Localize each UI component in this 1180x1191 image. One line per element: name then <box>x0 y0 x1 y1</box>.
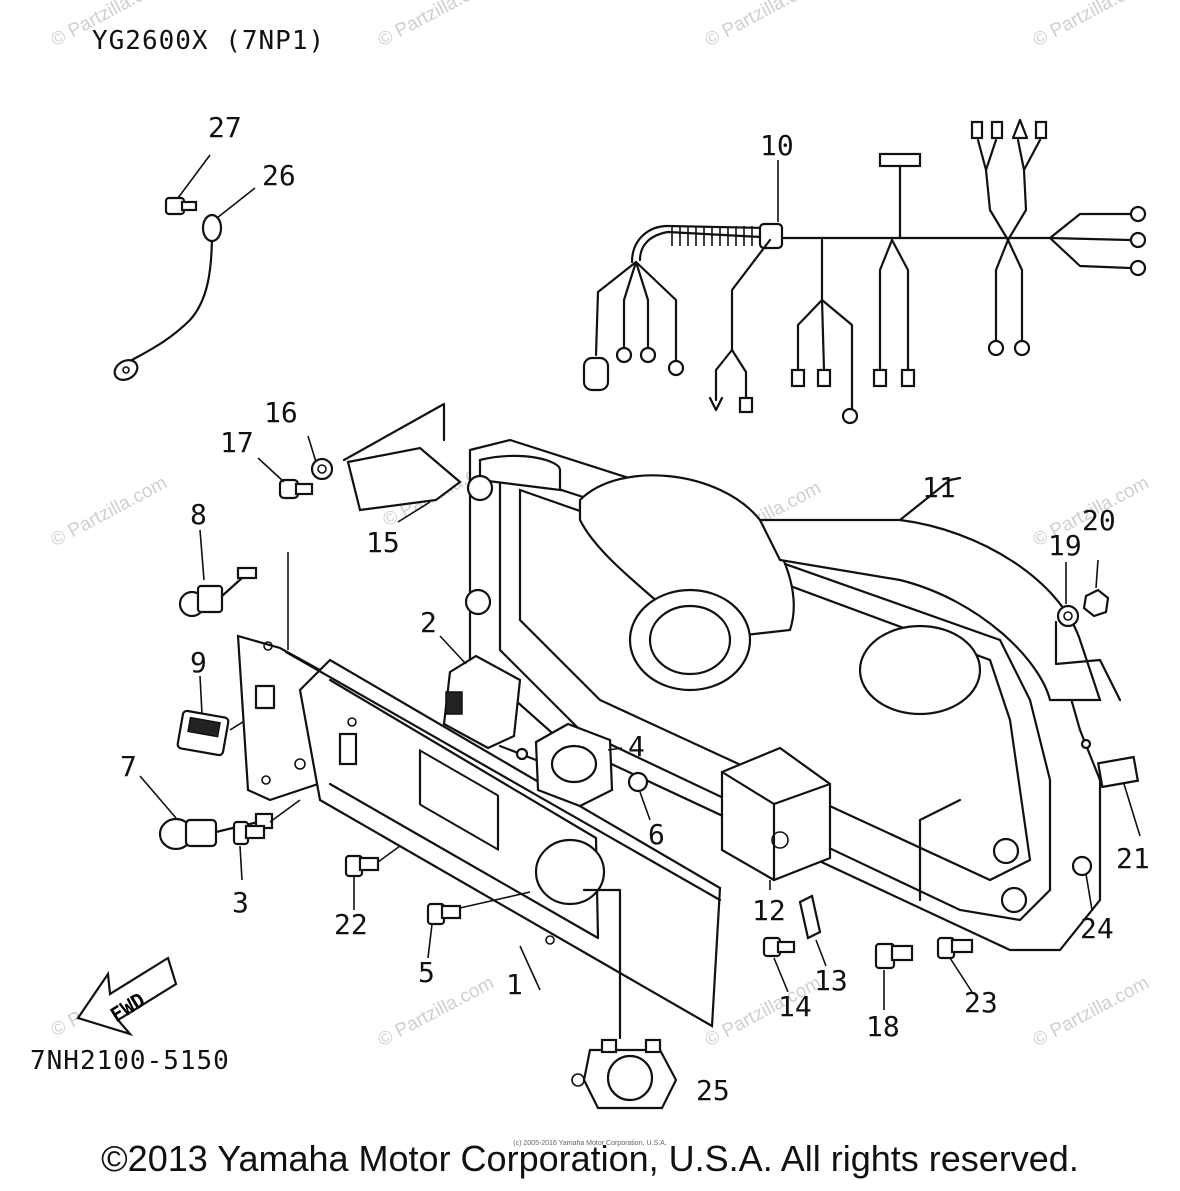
sponge-15-part <box>342 402 462 523</box>
wire-harness-part <box>582 118 1147 425</box>
breaker-2-part <box>439 635 522 750</box>
screw-23-part <box>936 936 974 993</box>
model-title: YG2600X (7NP1) <box>92 26 326 56</box>
bolt-27-part <box>164 154 211 216</box>
label-21-part <box>1096 755 1141 837</box>
callout-21: 21 <box>1116 842 1150 875</box>
callout-26: 26 <box>262 159 296 192</box>
callout-23: 23 <box>964 986 998 1019</box>
callout-10: 10 <box>760 129 794 162</box>
callout-9: 9 <box>190 646 207 679</box>
callout-6: 6 <box>648 818 665 851</box>
callout-15: 15 <box>366 526 400 559</box>
callout-labels: 27 26 10 16 17 15 11 19 20 8 2 9 4 7 6 2… <box>120 111 1150 1107</box>
callout-16: 16 <box>264 396 298 429</box>
callout-4: 4 <box>628 730 645 763</box>
callout-14: 14 <box>778 990 812 1023</box>
ground-lead-part <box>113 187 256 381</box>
lamp-7-part <box>139 775 274 851</box>
box-12-part <box>720 746 962 902</box>
front-panel-part <box>284 650 722 1028</box>
callout-11: 11 <box>922 471 956 504</box>
generator-body-part <box>464 438 1102 952</box>
nut-24-part <box>1071 855 1093 911</box>
callout-19: 19 <box>1048 529 1082 562</box>
fwd-direction-arrow: FWD <box>76 956 178 1037</box>
screw-3-part <box>232 799 301 881</box>
callout-22: 22 <box>334 908 368 941</box>
callout-5: 5 <box>418 956 435 989</box>
clip-13-part <box>798 894 827 967</box>
callout-17: 17 <box>220 426 254 459</box>
callout-12: 12 <box>752 894 786 927</box>
callout-25: 25 <box>696 1074 730 1107</box>
receptacle-25-part <box>571 888 678 1110</box>
screw-22-part <box>344 845 401 910</box>
callout-1: 1 <box>506 968 523 1001</box>
screw-14-part <box>762 936 796 993</box>
small-credit: (c) 2005-2016 Yamaha Motor Corporation, … <box>513 1140 667 1147</box>
screw-5-part <box>426 891 531 959</box>
callout-7: 7 <box>120 750 137 783</box>
pilot-lamp-8-part <box>178 529 258 618</box>
callout-24: 24 <box>1080 912 1114 945</box>
copyright-notice: ©2013 Yamaha Motor Corporation, U.S.A. A… <box>101 1138 1079 1179</box>
nut-20-part <box>1054 559 1122 702</box>
callout-8: 8 <box>190 498 207 531</box>
bolt-18-part <box>874 942 914 1010</box>
washer-16-part <box>307 435 334 481</box>
callout-2: 2 <box>420 606 437 639</box>
callout-18: 18 <box>866 1010 900 1043</box>
nut-19-part <box>1056 562 1080 628</box>
callout-3: 3 <box>232 886 249 919</box>
screw-17-part <box>257 457 314 500</box>
diagram-code: 7NH2100-5150 <box>30 1046 230 1076</box>
callout-20: 20 <box>1082 504 1116 537</box>
nut-6-part <box>627 771 651 821</box>
callout-13: 13 <box>814 964 848 997</box>
receptacle-4-part <box>498 722 623 808</box>
callout-27: 27 <box>208 111 242 144</box>
